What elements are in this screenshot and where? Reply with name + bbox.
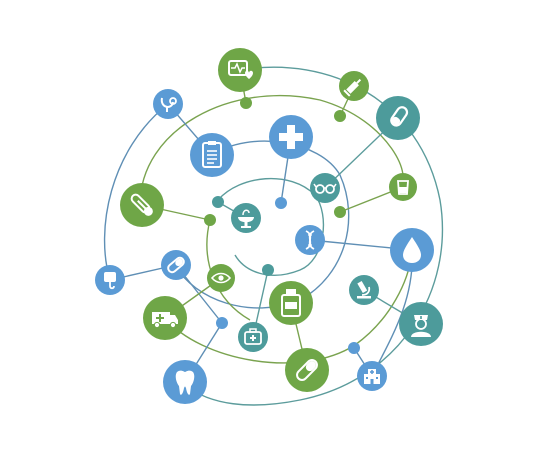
eyeglasses-icon <box>310 173 340 203</box>
ambulance-icon <box>143 296 187 340</box>
first-aid-kit-icon <box>238 322 268 352</box>
blood-drop-icon <box>390 228 434 272</box>
hospital-icon <box>357 361 387 391</box>
junction-dot <box>262 264 274 276</box>
thermometer-icon <box>120 183 164 227</box>
tooth-icon <box>163 360 207 404</box>
junction-dot <box>348 342 360 354</box>
heart-monitor-icon <box>218 48 262 92</box>
eye-icon <box>207 264 235 292</box>
syringe-icon <box>339 71 369 101</box>
dna-icon <box>295 225 325 255</box>
bottom-arc-green <box>164 249 413 364</box>
icon-nodes <box>95 48 443 404</box>
medicine-glass-icon <box>389 173 417 201</box>
test-tube-icon <box>376 96 420 140</box>
left-arc-blue <box>103 103 169 281</box>
junction-dot <box>334 206 346 218</box>
microscope-icon <box>349 275 379 305</box>
medical-report-icon <box>190 133 234 177</box>
medicine-bottle-icon <box>269 281 313 325</box>
junction-dots <box>204 97 360 354</box>
iv-bag-icon <box>95 265 125 295</box>
medical-cross-icon <box>269 115 313 159</box>
junction-dot <box>275 197 287 209</box>
junction-dot <box>240 97 252 109</box>
pharmacy-bowl-icon <box>231 203 261 233</box>
stethoscope-icon <box>153 89 183 119</box>
capsule-icon <box>285 348 329 392</box>
junction-dot <box>216 317 228 329</box>
junction-dot <box>334 110 346 122</box>
mid-arc-green <box>139 95 404 206</box>
pill-icon <box>161 250 191 280</box>
junction-dot <box>204 214 216 226</box>
nurse-icon <box>399 302 443 346</box>
junction-dot <box>212 196 224 208</box>
